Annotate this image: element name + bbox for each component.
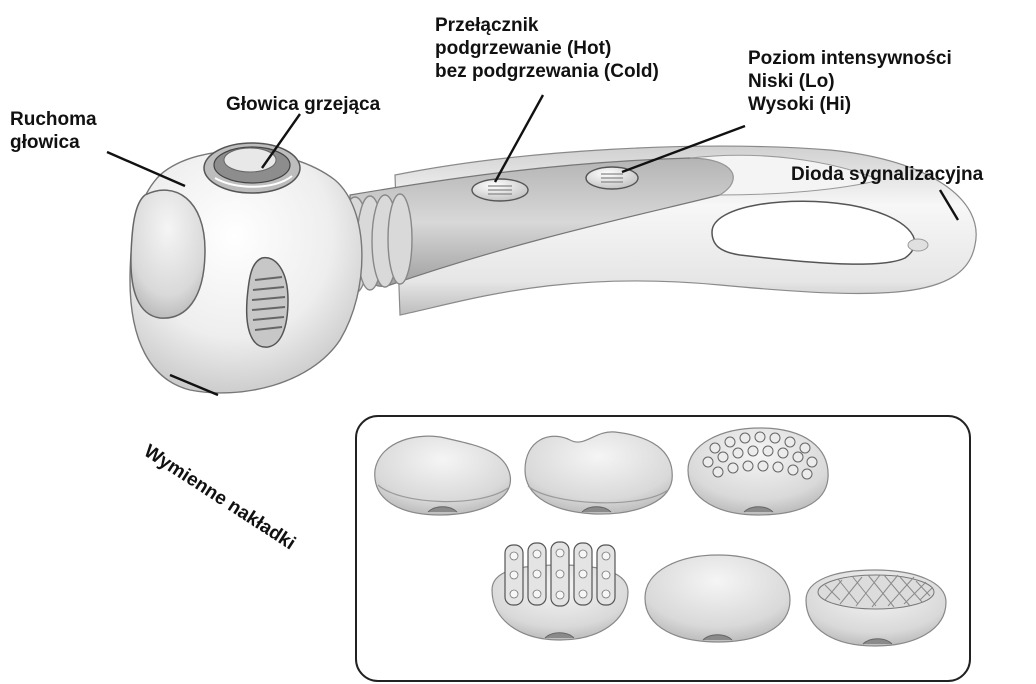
label-intensity-line1: Poziom intensywności [748,47,952,70]
label-switch-line1: Przełącznik [435,14,659,37]
label-movable-head-line1: Ruchoma [10,108,97,131]
label-movable-head-line2: głowica [10,131,97,154]
attachment-spiked [688,428,828,515]
led-indicator [908,239,928,251]
label-intensity-line2: Niski (Lo) [748,70,952,93]
attachment-roller [492,542,628,640]
label-switch-line2: podgrzewanie (Hot) [435,37,659,60]
movable-head-pad [131,190,205,318]
label-switch: Przełącznik podgrzewanie (Hot) bez podgr… [435,14,659,83]
attachment-grid [806,570,946,646]
label-led: Dioda sygnalizacyjna [791,163,983,186]
vent-grille [247,258,288,348]
attachment-dome [645,555,790,642]
label-heating-head: Głowica grzejąca [226,93,380,116]
label-switch-line3: bez podgrzewania (Cold) [435,60,659,83]
heat-switch-button [472,179,528,201]
label-movable-head: Ruchoma głowica [10,108,97,154]
label-intensity-line3: Wysoki (Hi) [748,93,952,116]
intensity-button [586,167,638,189]
attachment-bumped [525,432,672,514]
label-intensity: Poziom intensywności Niski (Lo) Wysoki (… [748,47,952,116]
